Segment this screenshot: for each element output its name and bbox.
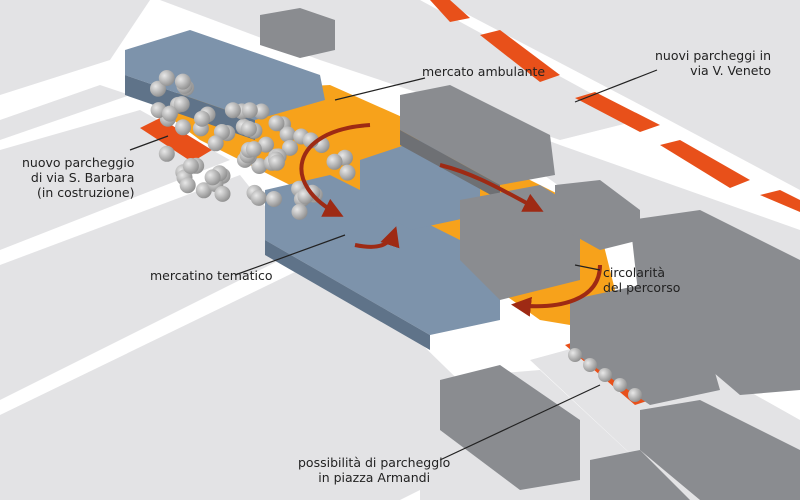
label-line: di via S. Barbara: [30, 170, 135, 185]
label-line: in piazza Armandi: [318, 470, 431, 485]
tree: [253, 103, 270, 120]
circulation-arrows: [299, 123, 602, 317]
tree: [279, 126, 296, 143]
tree: [583, 358, 597, 372]
tree: [628, 388, 642, 402]
tree: [241, 102, 258, 119]
label-piazza-armandi: possibilità di parcheggio in piazza Arma…: [298, 455, 450, 485]
tree: [598, 368, 612, 382]
tree: [291, 203, 308, 220]
tree: [613, 378, 627, 392]
tree: [326, 153, 343, 170]
tree: [258, 136, 274, 153]
tree: [250, 189, 267, 206]
label-line: nuovo parcheggio: [22, 155, 135, 170]
tree: [268, 115, 285, 132]
label-line: (in costruzione): [37, 185, 135, 200]
leader-lines: [129, 69, 658, 461]
label-line: del percorso: [603, 280, 681, 295]
tree: [174, 73, 191, 90]
tree: [568, 348, 582, 362]
label-circolarita: circolarità del percorso: [603, 265, 680, 295]
tree: [214, 185, 231, 202]
tree: [161, 105, 178, 122]
tree: [240, 120, 257, 137]
label-line: nuovi parcheggi in: [655, 48, 771, 63]
label-mercatino-tematico: mercatino tematico: [150, 268, 273, 283]
tree: [173, 96, 190, 113]
tree: [266, 191, 282, 207]
buildings: [125, 8, 800, 500]
tree: [182, 158, 199, 174]
label-nuovo-parcheggio: nuovo parcheggio di via S. Barbara (in c…: [22, 155, 134, 200]
tree: [158, 70, 175, 86]
tree: [204, 169, 221, 186]
tree: [175, 119, 191, 136]
label-nuovi-parcheggi: nuovi parcheggi in via V. Veneto: [655, 48, 771, 78]
tree: [339, 164, 356, 181]
tree: [158, 145, 175, 162]
tree: [268, 154, 285, 171]
label-line: circolarità: [603, 265, 666, 280]
tree: [245, 141, 262, 158]
tree: [150, 80, 166, 97]
tree: [224, 102, 241, 119]
tree: [251, 158, 268, 174]
tree: [282, 139, 298, 156]
label-line: possibilità di parcheggio: [298, 455, 451, 470]
tree: [207, 135, 224, 152]
tree: [179, 177, 196, 194]
label-mercato-ambulante: mercato ambulante: [422, 64, 546, 79]
tree: [194, 110, 210, 127]
label-line: via V. Veneto: [690, 63, 771, 78]
